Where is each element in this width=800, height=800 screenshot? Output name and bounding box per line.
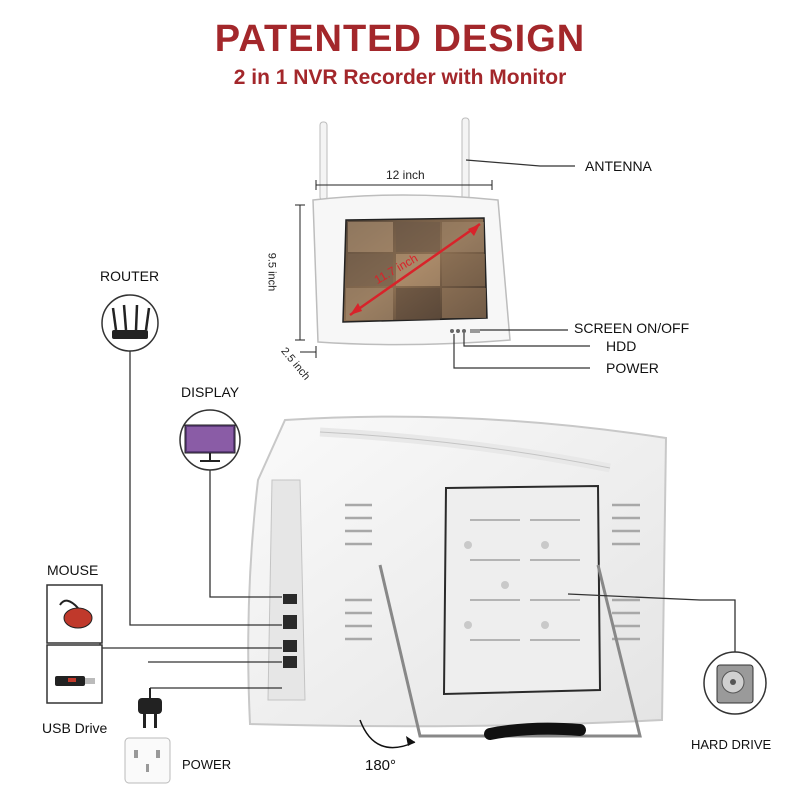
display-label: DISPLAY: [181, 384, 240, 400]
monitor-back: [247, 415, 668, 749]
usb-drive-label: USB Drive: [42, 720, 108, 736]
power-plug-icon: [138, 688, 162, 728]
connection-lines: [99, 350, 736, 689]
power-button-label: POWER: [606, 360, 659, 376]
page-subtitle: 2 in 1 NVR Recorder with Monitor: [233, 66, 567, 89]
antenna-label: ANTENNA: [585, 158, 652, 174]
height-label: 9.5 inch: [265, 252, 278, 292]
page-title: PATENTED DESIGN: [214, 18, 586, 60]
antenna-right: [461, 117, 470, 201]
router-icon: [101, 294, 159, 352]
mouse-icon: [46, 584, 103, 644]
screen-on-off-label: SCREEN ON/OFF: [574, 320, 690, 336]
monitor-front: [312, 117, 511, 346]
width-label: 12 inch: [386, 168, 425, 182]
dimension-lines: [295, 180, 493, 358]
hard-drive-icon: [703, 651, 767, 715]
usb-drive-icon: [46, 644, 103, 704]
antenna-left: [319, 121, 328, 201]
rotation-label: 180°: [365, 757, 397, 774]
display-icon: [179, 409, 241, 471]
callout-lines-top: [453, 159, 590, 369]
hdd-label: HDD: [606, 338, 637, 354]
router-label: ROUTER: [100, 268, 160, 284]
power-socket-icon: [124, 737, 171, 784]
hard-drive-label: HARD DRIVE: [691, 737, 772, 752]
power-label: POWER: [182, 757, 232, 772]
mouse-label: MOUSE: [47, 562, 99, 578]
